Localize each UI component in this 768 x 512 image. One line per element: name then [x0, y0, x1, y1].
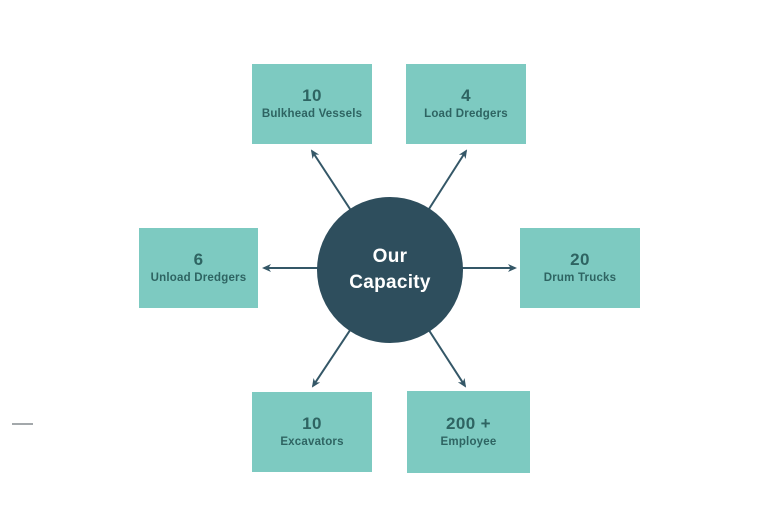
center-circle: Our Capacity [317, 197, 463, 343]
node-value: 10 [302, 414, 322, 434]
node-label: Unload Dredgers [150, 271, 247, 284]
node-value: 200 + [445, 414, 491, 434]
node-excavators: 10 Excavators [252, 392, 372, 472]
node-employees: 200 + Employee [407, 391, 530, 473]
node-label: Load Dredgers [424, 107, 508, 120]
node-label: Drum Trucks [543, 271, 617, 284]
node-value: 6 [193, 250, 204, 270]
node-load-dredgers: 4 Load Dredgers [406, 64, 526, 144]
stray-mark [12, 423, 33, 425]
node-label: Bulkhead Vessels [261, 107, 363, 120]
node-label: Employee [440, 435, 497, 448]
node-label: Excavators [280, 435, 344, 448]
node-value: 4 [461, 86, 471, 106]
node-value: 10 [302, 86, 322, 106]
node-unload-dredgers: 6 Unload Dredgers [139, 228, 258, 308]
node-value: 20 [570, 250, 590, 270]
node-drum-trucks: 20 Drum Trucks [520, 228, 640, 308]
node-bulkhead-vessels: 10 Bulkhead Vessels [252, 64, 372, 144]
center-label: Our Capacity [349, 246, 431, 293]
